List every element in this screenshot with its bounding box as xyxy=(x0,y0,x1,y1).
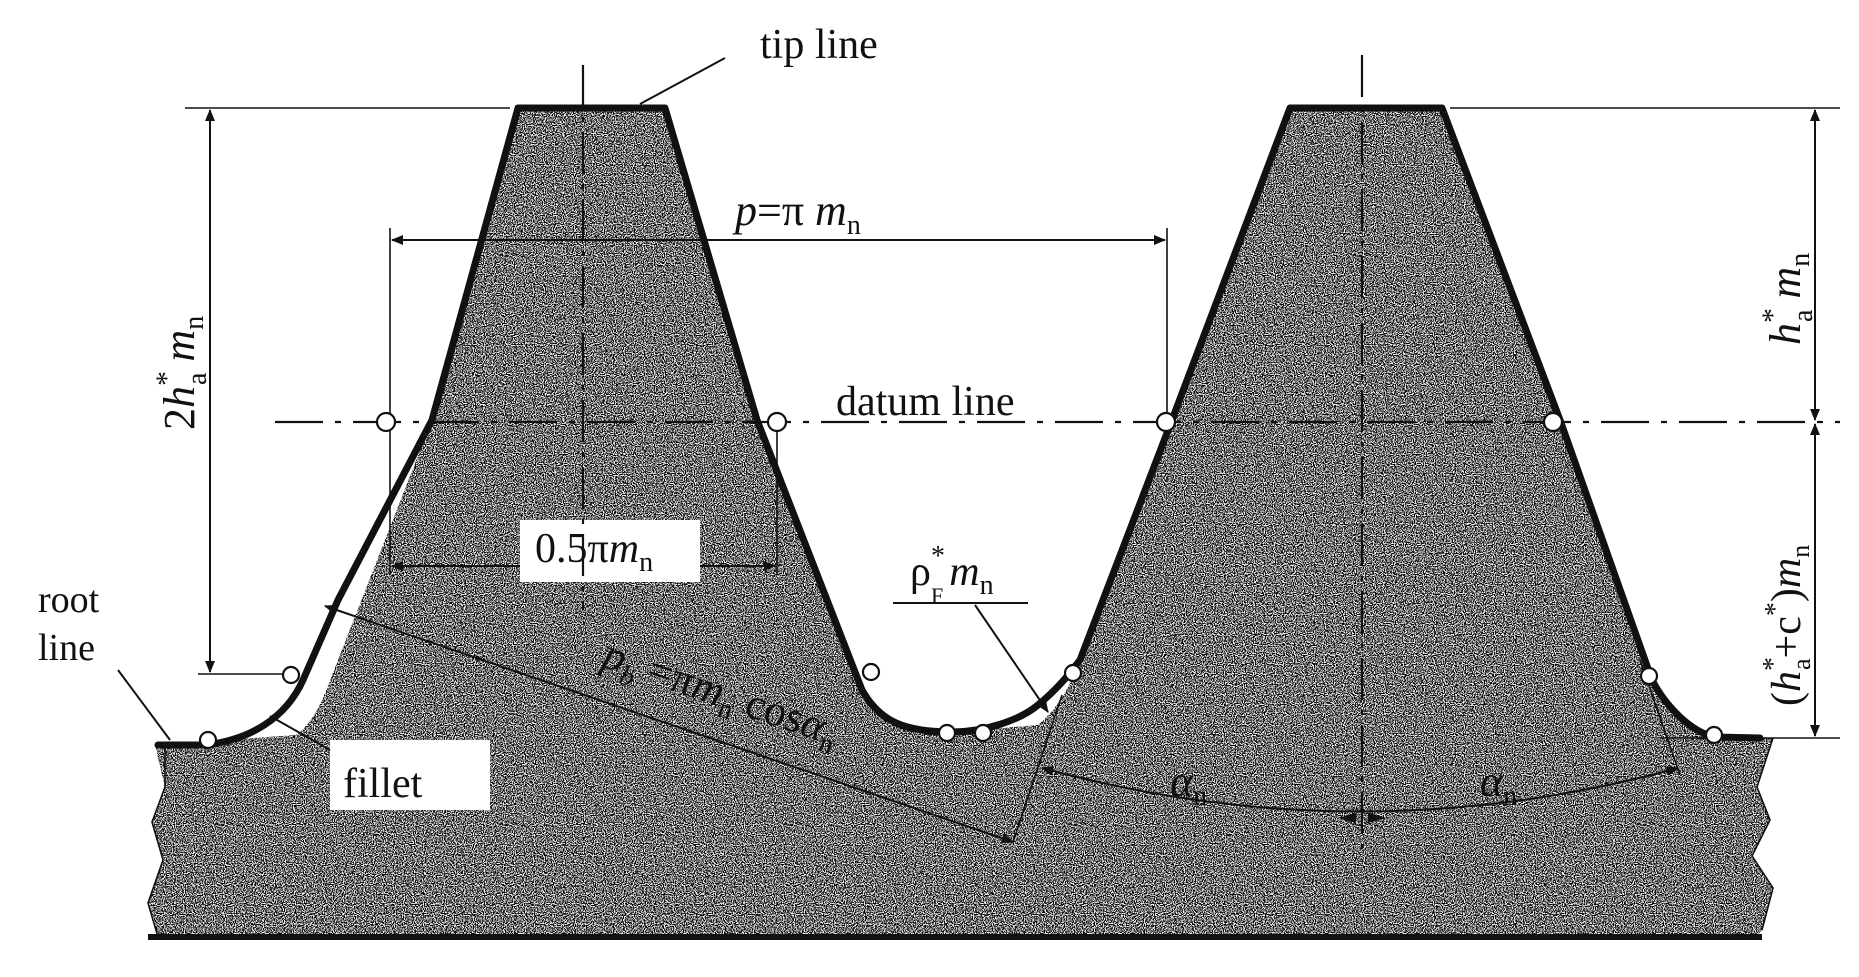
half-pitch-label: 0.5πmn xyxy=(535,526,653,578)
label-bg-half-pitch xyxy=(520,520,700,582)
datum-line-label: datum line xyxy=(836,379,1014,425)
base-pitch-dim xyxy=(324,604,1014,844)
rho-leader xyxy=(974,604,1049,713)
addendum-label: h*a mn xyxy=(1756,253,1819,345)
tip-line-label: tip line xyxy=(760,22,878,68)
label-bg-pitch xyxy=(720,185,940,237)
fillet-label: fillet xyxy=(343,761,423,807)
tooth-body xyxy=(147,108,1774,938)
root-line-label-2: line xyxy=(38,627,95,669)
pitch-label: p=π mn xyxy=(732,186,861,241)
datum-points xyxy=(375,411,1564,433)
alpha-arc-mid-arrows xyxy=(1338,813,1386,823)
fillet-leader xyxy=(269,715,331,751)
alpha-left-label: αn xyxy=(1170,757,1207,812)
root-line-leader xyxy=(117,669,171,741)
alpha-right-label: αn xyxy=(1480,757,1517,812)
fillet-tangent-points xyxy=(198,662,1724,750)
base-pitch-ext-a xyxy=(1012,694,1063,843)
rho-label: ρ*Fmn xyxy=(910,541,994,608)
tip-line-leader xyxy=(639,57,726,105)
dedendum-label: (h*a+c*)mn xyxy=(1758,545,1816,706)
alpha-arc xyxy=(1041,766,1679,813)
total-height-label: 2h*a mn xyxy=(150,316,213,430)
root-line-label-1: root xyxy=(38,579,100,621)
